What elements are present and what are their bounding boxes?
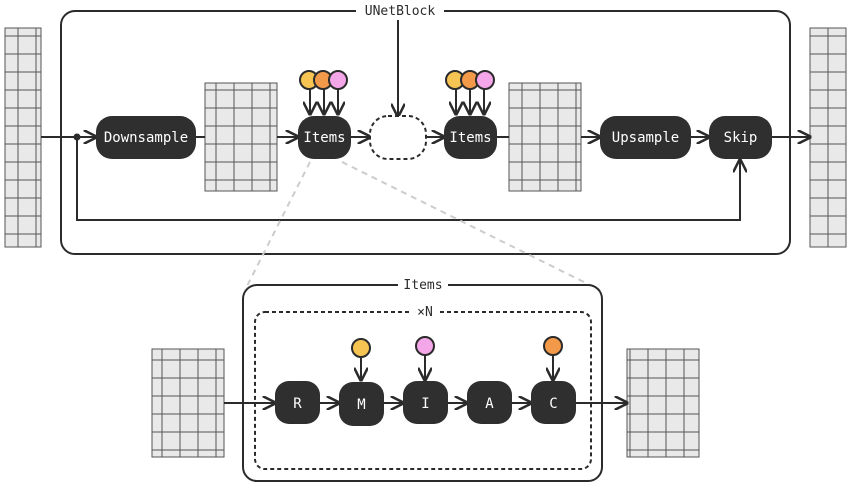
orange-condition-icon — [543, 336, 563, 356]
repeat-label: ×N — [417, 305, 433, 320]
items-output-grid — [626, 348, 700, 458]
node-a-label: A — [485, 396, 494, 412]
top-connections — [41, 20, 810, 221]
skip-node: Skip — [709, 116, 772, 159]
zoom-guide-lines — [244, 161, 601, 291]
node-r: R — [275, 381, 320, 424]
items-left-label: Items — [303, 130, 345, 146]
items-node-left: Items — [298, 116, 351, 159]
downsample-node: Downsample — [96, 116, 196, 159]
items-input-grid — [151, 348, 225, 458]
input-feature-grid — [4, 27, 42, 248]
repeat-frame: ×N — [254, 304, 592, 470]
items-right-label: Items — [449, 130, 491, 146]
node-c-label: C — [549, 396, 557, 412]
upsample-node: Upsample — [600, 116, 691, 159]
skip-label: Skip — [724, 130, 758, 146]
items-detail-title: Items — [403, 278, 442, 293]
node-m: M — [339, 382, 384, 426]
placeholder-node — [369, 115, 427, 160]
downsample-label: Downsample — [104, 130, 188, 146]
items-left-conditions — [299, 70, 348, 114]
upsample-label: Upsample — [612, 130, 679, 146]
node-i: I — [403, 381, 448, 424]
pre-upsample-feature-grid — [508, 82, 582, 192]
bottom-connections — [224, 355, 627, 403]
yellow-condition-icon — [351, 338, 371, 358]
output-feature-grid — [809, 27, 847, 248]
unetblock-frame: UNetBlock — [60, 2, 791, 255]
node-r-label: R — [293, 396, 302, 412]
downsampled-feature-grid — [204, 82, 278, 192]
node-m-label: M — [357, 397, 365, 413]
pink-condition-icon — [328, 70, 348, 90]
items-right-conditions — [445, 70, 495, 114]
node-a: A — [467, 381, 512, 424]
pink-condition-icon — [475, 70, 495, 90]
items-node-right: Items — [444, 116, 497, 159]
node-c: C — [531, 381, 576, 424]
node-i-label: I — [421, 396, 429, 412]
unetblock-title: UNetBlock — [365, 4, 436, 19]
skip-junction-dot — [73, 133, 81, 141]
pink-condition-icon — [415, 336, 435, 356]
